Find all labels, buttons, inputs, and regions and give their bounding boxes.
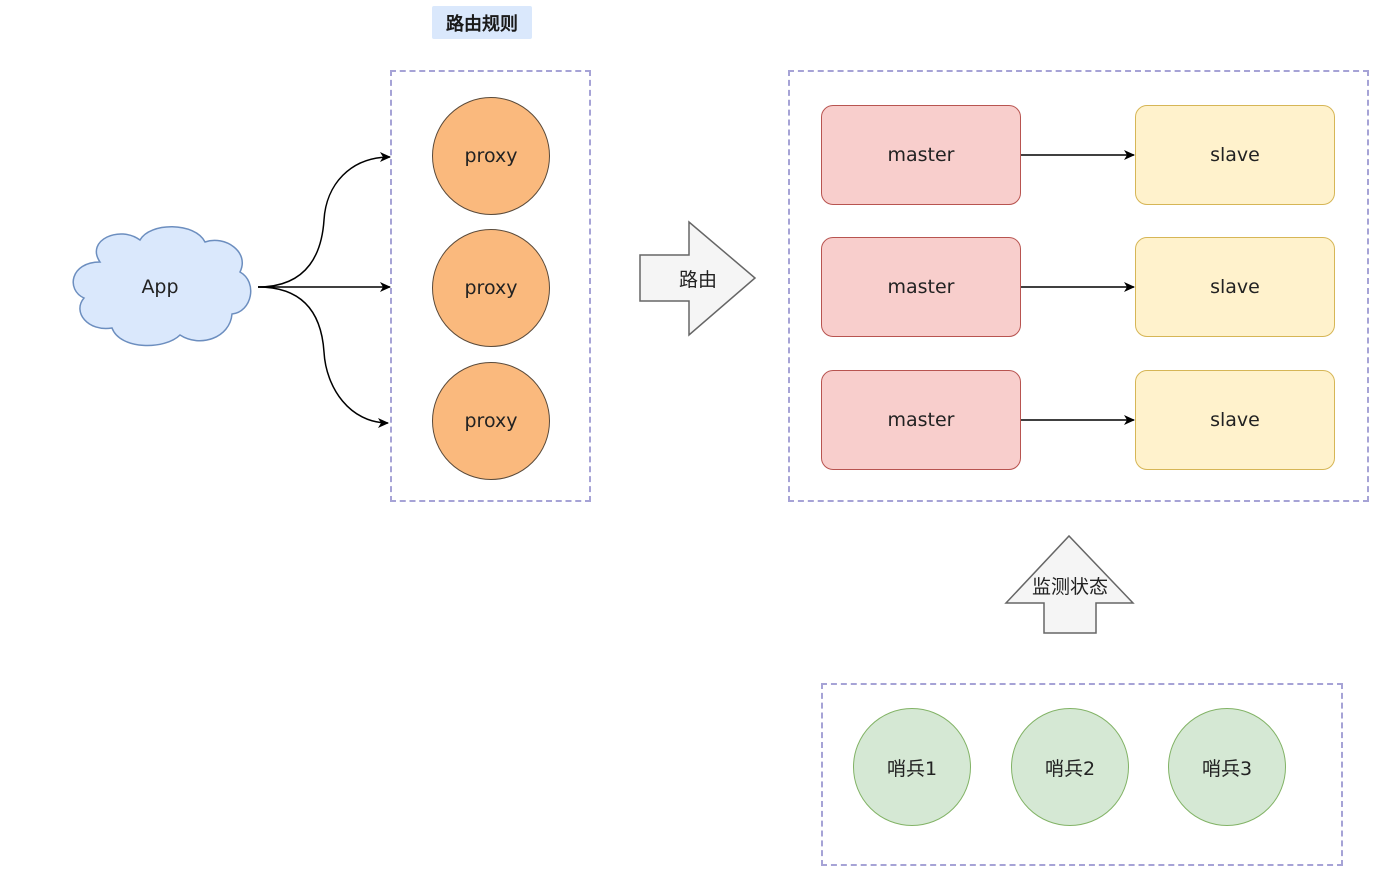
proxy-node-3: proxy bbox=[432, 362, 550, 480]
routing-rules-label: 路由规则 bbox=[432, 6, 532, 39]
app-cloud-shape bbox=[72, 226, 252, 347]
app-to-proxy-1-arrow bbox=[257, 152, 391, 288]
master-node-2: master bbox=[821, 237, 1021, 337]
slave-node-2: slave bbox=[1135, 237, 1335, 337]
sentinel-node-1: 哨兵1 bbox=[853, 708, 971, 826]
slave-node-3: slave bbox=[1135, 370, 1335, 470]
monitor-block-arrow bbox=[1004, 534, 1135, 634]
monitor-arrow-label: 监测状态 bbox=[1031, 575, 1108, 598]
routing-arrow-label: 路由 bbox=[678, 268, 717, 291]
proxy-group bbox=[390, 70, 591, 502]
master-node-1: master bbox=[821, 105, 1021, 205]
sentinel-node-3: 哨兵3 bbox=[1168, 708, 1286, 826]
sentinel-group bbox=[821, 683, 1343, 866]
routing-block-arrow bbox=[639, 220, 757, 337]
master-node-3: master bbox=[821, 370, 1021, 470]
app-to-proxy-3-arrow bbox=[257, 286, 389, 428]
proxy-node-1: proxy bbox=[432, 97, 550, 215]
app-label: App bbox=[141, 276, 179, 298]
slave-node-1: slave bbox=[1135, 105, 1335, 205]
proxy-node-2: proxy bbox=[432, 229, 550, 347]
cluster-group bbox=[788, 70, 1369, 502]
sentinel-node-2: 哨兵2 bbox=[1011, 708, 1129, 826]
